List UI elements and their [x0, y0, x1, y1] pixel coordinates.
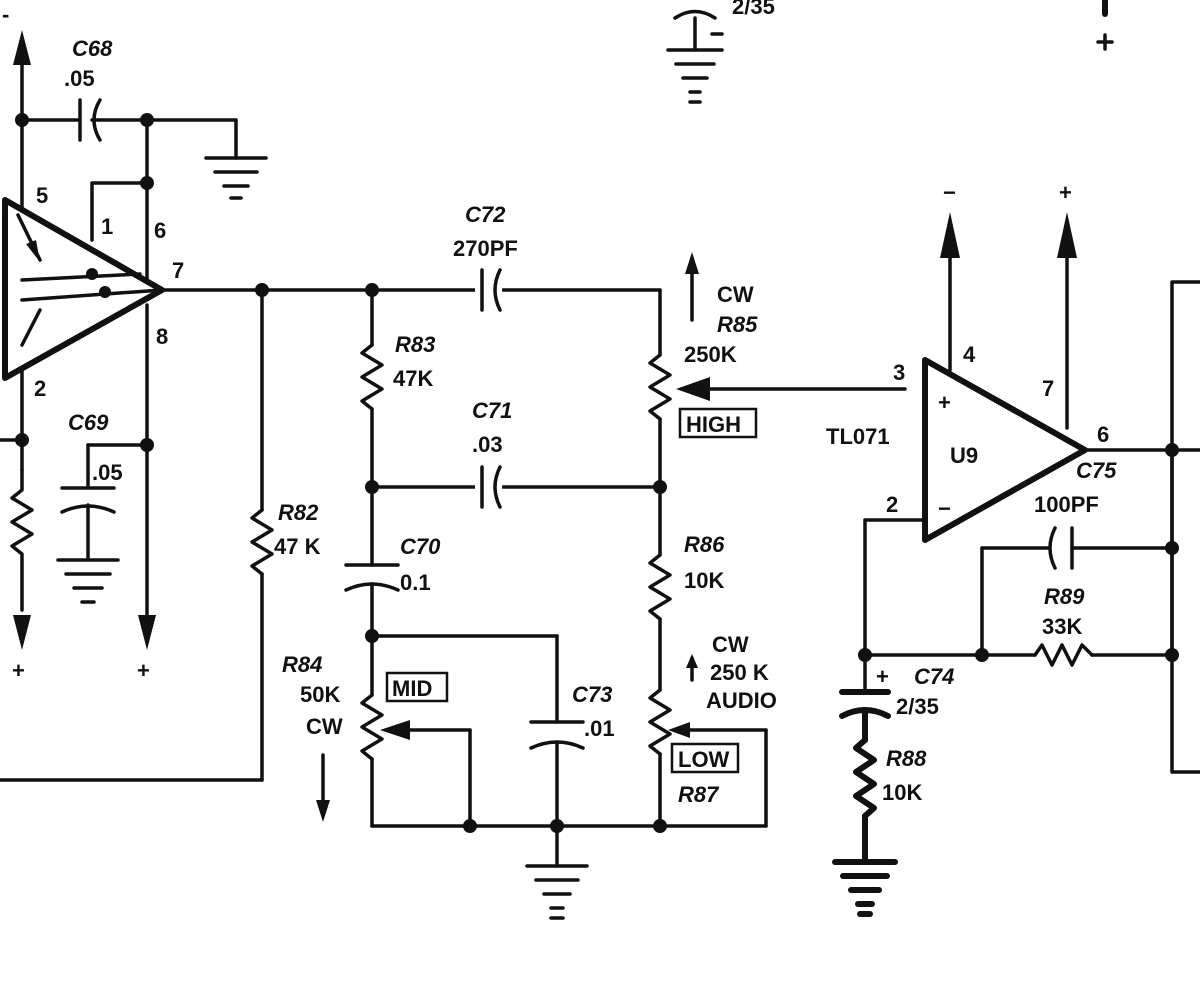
chip-name: TL071	[826, 424, 890, 449]
r84-value: 50K	[300, 682, 340, 707]
c68-value: .05	[64, 66, 95, 91]
r85-value: 250K	[684, 342, 737, 367]
c75-value: 100PF	[1034, 492, 1099, 517]
mid-label-box	[385, 671, 449, 703]
supply-plus: +	[1059, 180, 1072, 205]
tone-filter-network: C72 270PF R83 47K C71 .03 R82 47 K C70 0…	[0, 202, 907, 920]
low-label: LOW	[678, 747, 730, 772]
c73-value: .01	[584, 716, 615, 741]
r87-taper: AUDIO	[706, 688, 777, 713]
plus-left: +	[12, 658, 25, 683]
r84-direction: CW	[306, 714, 343, 739]
c74-name: C74	[914, 664, 954, 689]
c71-value: .03	[472, 432, 503, 457]
c69-name: C69	[68, 410, 109, 435]
pin-5: 5	[36, 183, 48, 208]
r87-value: 250 K	[710, 660, 769, 685]
mid-label: MID	[392, 676, 432, 701]
r88-value: 10K	[882, 780, 922, 805]
c72-name: C72	[465, 202, 506, 227]
c75-name: C75	[1076, 458, 1117, 483]
pin-2-right: 2	[886, 492, 898, 517]
c74-plus: +	[876, 664, 889, 689]
r89-name: R89	[1044, 584, 1085, 609]
left-amplifier: - 5 1 6 7 8 2 C68 .05 C69 .05 + +	[0, 2, 662, 683]
r82-name: R82	[278, 500, 319, 525]
c74-value: 2/35	[896, 694, 939, 719]
r82-value: 47 K	[274, 534, 321, 559]
c70-value: 0.1	[400, 570, 431, 595]
plus-right: +	[137, 658, 150, 683]
r83-name: R83	[395, 332, 435, 357]
right-op-amp: 3 4 7 6 2 + − TL071 U9 − + C75 100PF R89…	[826, 180, 1200, 917]
r89-value: 33K	[1042, 614, 1082, 639]
top-cap-value: 2/35	[732, 0, 775, 19]
top-right-fragment	[1096, 0, 1114, 51]
c72-value: 270PF	[453, 236, 518, 261]
r85-direction: CW	[717, 282, 754, 307]
minus-input: −	[938, 496, 951, 521]
c68-name: C68	[72, 36, 113, 61]
high-label: HIGH	[686, 412, 741, 437]
c71-name: C71	[472, 398, 512, 423]
r86-name: R86	[684, 532, 725, 557]
pin-3: 3	[893, 360, 905, 385]
pin-7: 7	[172, 258, 184, 283]
pin-4: 4	[963, 342, 976, 367]
c70-name: C70	[400, 534, 441, 559]
pin-6: 6	[154, 218, 166, 243]
left-minus: -	[2, 2, 9, 27]
low-label-box	[670, 742, 740, 774]
chip-ref: U9	[950, 443, 978, 468]
r87-direction: CW	[712, 632, 749, 657]
pin-7-right: 7	[1042, 376, 1054, 401]
r85-name: R85	[717, 312, 758, 337]
r84-name: R84	[282, 652, 322, 677]
c69-value: .05	[92, 460, 123, 485]
top-capacitor-fragment: 2/35	[666, 0, 775, 104]
high-label-box	[678, 407, 758, 439]
r83-value: 47K	[393, 366, 433, 391]
pin-2: 2	[34, 376, 46, 401]
pin-8: 8	[156, 324, 168, 349]
r88-name: R88	[886, 746, 927, 771]
r87-name: R87	[678, 782, 720, 807]
supply-minus: −	[943, 180, 956, 205]
pin-1: 1	[101, 214, 113, 239]
c73-name: C73	[572, 682, 612, 707]
pin-6-right: 6	[1097, 422, 1109, 447]
plus-input: +	[938, 390, 951, 415]
r86-value: 10K	[684, 568, 724, 593]
